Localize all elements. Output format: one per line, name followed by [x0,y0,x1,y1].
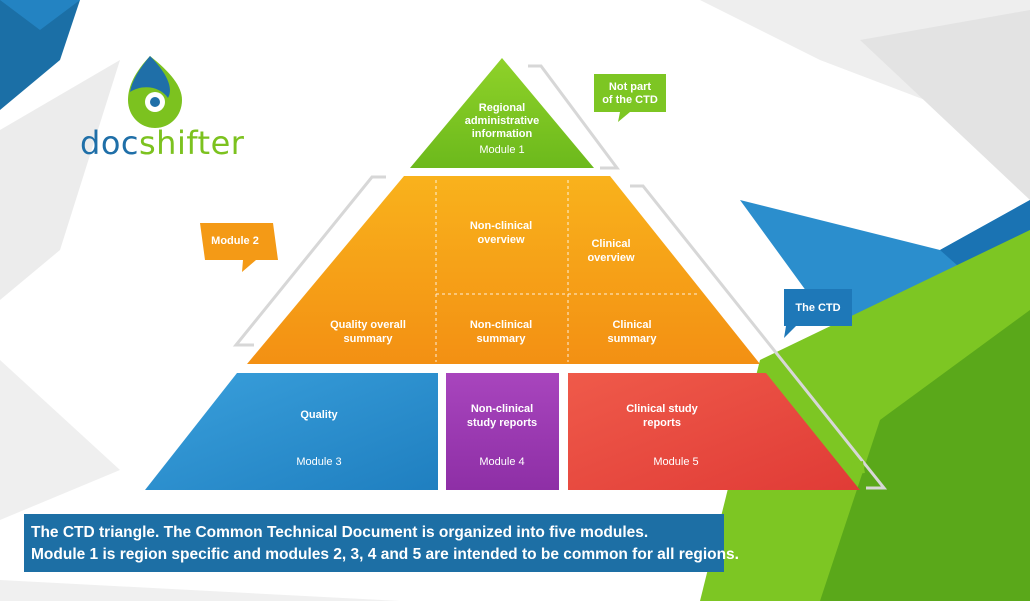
clinical-summary-line2: summary [608,333,658,345]
quality-overall-summary-line2: summary [344,333,394,345]
callout-module2-label: Module 2 [211,235,259,247]
callout-the-ctd-bubble [784,289,852,338]
bg-shard-blue-topleft-light [0,0,80,30]
clinical-overview-line1: Clinical [591,238,630,250]
bg-shard-green-right-dark [820,310,1030,601]
callout-module2 [200,223,278,272]
module1-label-line2: administrative [465,115,540,127]
logo-text-doc: doc [80,124,139,162]
module1-module-label: Module 1 [479,144,524,156]
module3-module-label: Module 3 [296,456,341,468]
logo-drop-blue [130,56,170,98]
bg-shard-grey-bottomleft [0,360,120,520]
caption-line-1: The CTD triangle. The Common Technical D… [31,524,649,541]
callout-not-part-line1: Not part [609,81,652,93]
module2-trapezoid [247,176,760,364]
module1-label-line1: Regional [479,102,525,114]
module5-module-label: Module 5 [653,456,698,468]
clinical-summary-line1: Clinical [612,319,651,331]
module4-label-line2: study reports [467,417,537,429]
nonclinical-summary-line1: Non-clinical [470,319,532,331]
pyramid-brackets [232,64,888,490]
module5-label-line1: Clinical study [626,403,698,415]
bracket-marker [851,461,865,475]
module5-block [568,373,860,490]
nonclinical-overview-line2: overview [477,234,525,246]
bracket-apex [528,64,620,170]
callout-the-ctd-label: The CTD [795,302,840,314]
bracket-module2 [232,175,386,347]
clinical-overview-line2: overview [587,252,635,264]
bg-shard-grey-left [0,60,120,300]
nonclinical-overview-line1: Non-clinical [470,220,532,232]
module2-dividers [435,180,700,362]
bracket-ctd [630,184,888,490]
bg-shard-blue-topleft [0,0,80,110]
callout-not-part-bubble [594,74,666,122]
module4-module-label: Module 4 [479,456,524,468]
module1-triangle [410,58,594,168]
module4-block [446,373,559,490]
module3-block [145,373,438,490]
quality-overall-summary-line1: Quality overall [330,319,406,331]
callout-the-ctd [784,289,852,338]
docshifter-logo-icon [128,56,182,128]
callout-not-part-line2: of the CTD [602,94,658,106]
logo-text-shifter: shifter [138,124,245,162]
nonclinical-summary-line2: summary [477,333,527,345]
module1-label-line3: information [472,128,533,140]
module3-title: Quality [300,409,338,421]
module5-label-line2: reports [643,417,681,429]
callout-not-part [594,74,666,122]
module4-label-line1: Non-clinical [471,403,533,415]
caption-banner: The CTD triangle. The Common Technical D… [24,514,739,572]
bg-shard-grey-right [860,10,1030,200]
logo-drop-dot [150,97,160,107]
docshifter-logo-text: docshifter [80,124,244,162]
callout-module2-bubble [200,223,278,272]
caption-line-2: Module 1 is region specific and modules … [31,546,739,563]
bg-shard-grey-bottom [0,580,400,601]
